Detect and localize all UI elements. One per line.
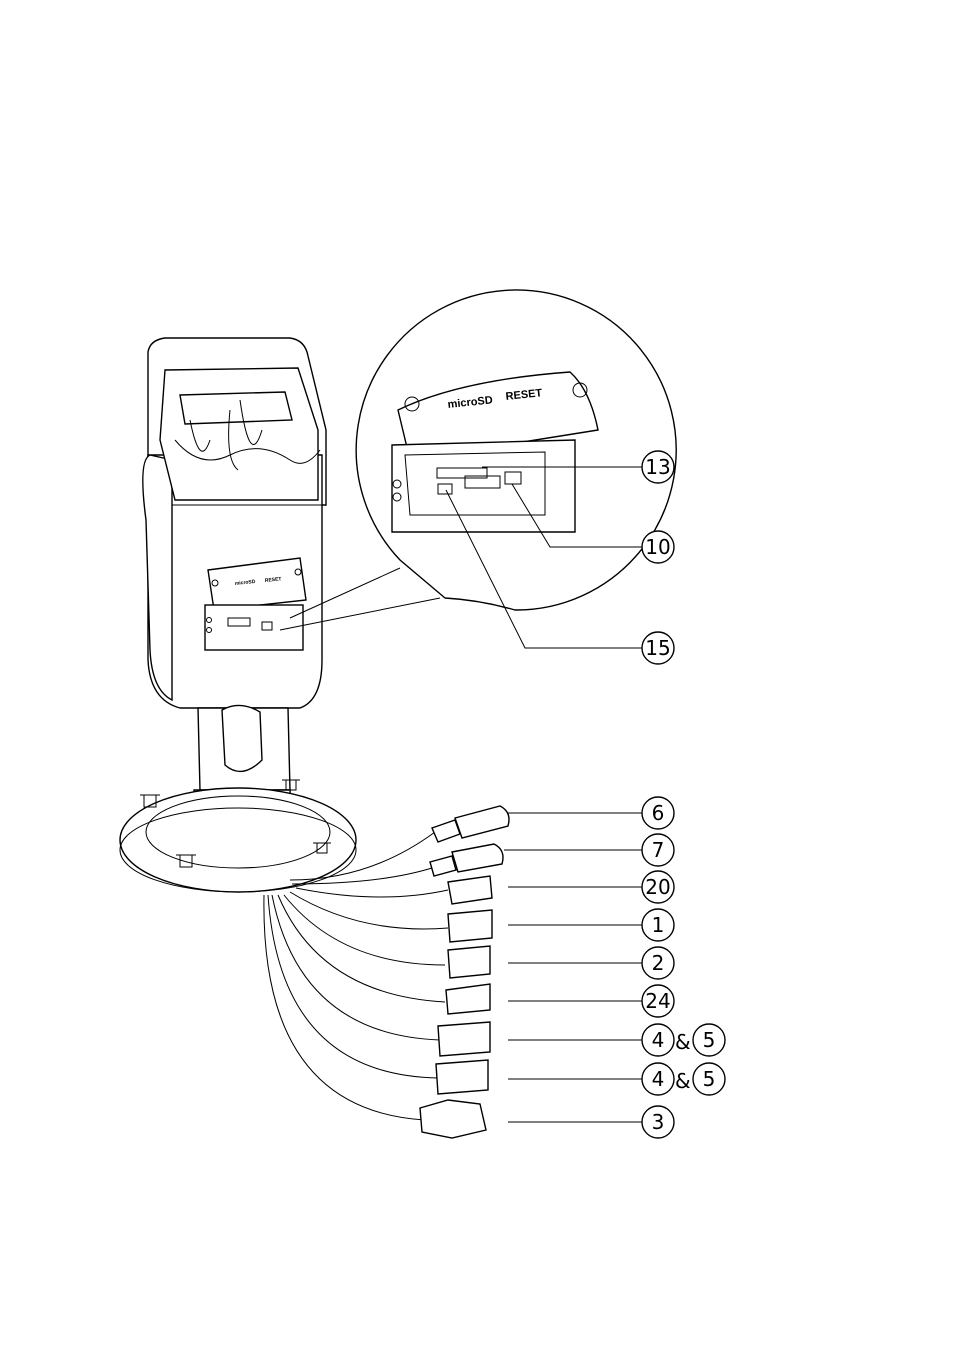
leader-lines [445,466,642,1123]
callout-15: 15 [641,631,675,665]
small-reset-label: RESET [265,576,282,584]
callout-1-label: 1 [652,913,665,937]
port-15 [437,483,453,495]
callout-5a-label: 5 [703,1028,716,1052]
callout-15-label: 15 [645,636,670,660]
callout-13: 13 [641,450,675,484]
magnified-panel: microSD RESET [279,289,677,631]
callout-4-and-5-b: 4 & 5 [641,1062,726,1096]
camera-body: microSD RESET [142,337,327,709]
callout-24-label: 24 [645,989,670,1013]
reset-button [504,471,522,485]
callout-6-label: 6 [652,801,665,825]
camera-mount [119,704,357,893]
microsd-slot [436,467,488,479]
connector-block [464,475,501,489]
callout-10: 10 [641,530,675,564]
callout-2-label: 2 [652,951,665,975]
callout-10-label: 10 [645,535,670,559]
callout-20-label: 20 [645,875,670,899]
callout-4b-label: 4 [652,1067,665,1091]
small-panel-cover: microSD RESET [207,557,307,611]
callout-4-and-5-a: 4 & 5 [641,1023,726,1057]
callout-6: 6 [641,796,675,830]
callout-4a-label: 4 [652,1028,665,1052]
callout-7-label: 7 [652,838,665,862]
callout-20: 20 [641,870,675,904]
callout-1: 1 [641,908,675,942]
callout-7: 7 [641,833,675,867]
callout-4b-ampersand: & [675,1069,691,1093]
callout-3: 3 [641,1105,675,1139]
callout-5b-label: 5 [703,1067,716,1091]
callout-13-label: 13 [645,455,670,479]
microsd-label: microSD [447,394,493,411]
cables [263,805,510,1139]
callout-24: 24 [641,984,675,1018]
reset-label: RESET [505,387,543,403]
callout-2: 2 [641,946,675,980]
callout-4a-ampersand: & [675,1030,691,1054]
small-microsd-label: microSD [235,579,256,587]
callout-3-label: 3 [652,1110,665,1134]
